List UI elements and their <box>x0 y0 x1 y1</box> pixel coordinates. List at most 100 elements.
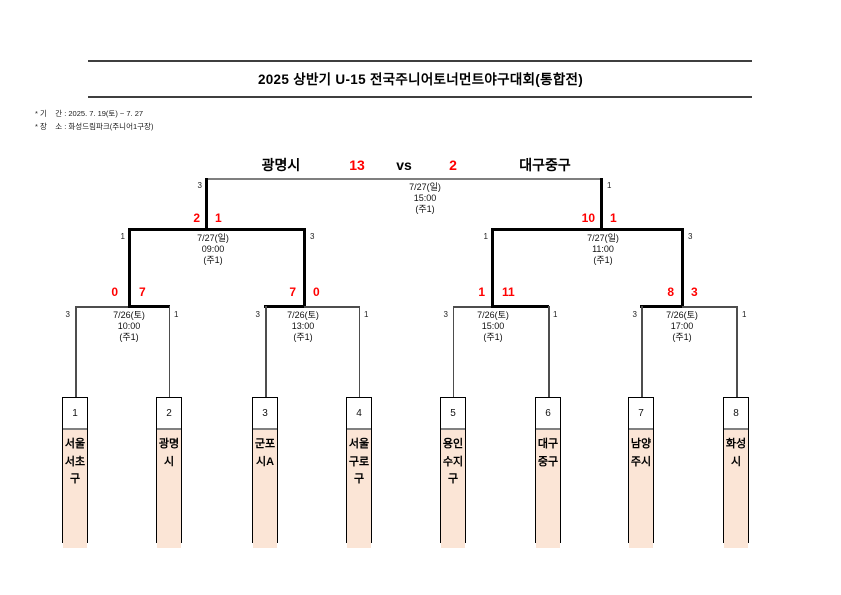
sf1-score-left: 2 <box>193 211 200 225</box>
sf2-entry-line-right <box>681 228 684 307</box>
team8-line <box>736 306 738 398</box>
team1-line <box>75 306 77 398</box>
qf4-dugout-right: 1 <box>742 310 747 319</box>
qf3-score-right: 11 <box>502 285 515 299</box>
team-box-7: 7 남양주시 <box>628 397 654 548</box>
sf1-bracket-line <box>128 228 306 231</box>
qf1-dugout-right: 1 <box>174 310 179 319</box>
sf2-entry-line-left <box>491 228 494 307</box>
qf2-dugout-right: 1 <box>364 310 369 319</box>
qf4-date: 7/26(토) <box>666 310 698 320</box>
qf3-field: (주1) <box>483 331 503 342</box>
sf2-dugout-left: 1 <box>483 232 488 241</box>
team-seed-number: 3 <box>253 398 277 430</box>
team-box-8: 8 화성시 <box>723 397 749 548</box>
final-score-left: 13 <box>349 157 365 173</box>
qf3-date: 7/26(토) <box>477 310 509 320</box>
team-name: 서울구로구 <box>347 430 371 548</box>
sf2-time: 11:00 <box>592 243 614 254</box>
team6-line <box>548 306 550 398</box>
page-title: 2025 상반기 U-15 전국주니어토너먼트야구대회(통합전) <box>257 72 584 87</box>
team-box-3: 3 군포시A <box>252 397 278 548</box>
team-seed-number: 7 <box>629 398 653 430</box>
team-box-1: 1 서울서초구 <box>62 397 88 548</box>
tournament-period: * 기 간 : 2025. 7. 19(토) ~ 7. 27 <box>35 109 144 118</box>
team-name: 대구중구 <box>536 430 560 548</box>
team-seed-number: 2 <box>157 398 181 430</box>
sf2-field: (주1) <box>593 254 613 265</box>
qf3-dugout-left: 3 <box>443 310 448 319</box>
sf1-entry-line-right <box>303 228 306 307</box>
sf1-field: (주1) <box>203 254 223 265</box>
team-box-2: 2 광명시 <box>156 397 182 548</box>
qf1-bracket-line-left <box>75 306 129 308</box>
qf1-winner-line <box>128 305 170 308</box>
team-name: 서울서초구 <box>63 430 87 548</box>
team-seed-number: 6 <box>536 398 560 430</box>
qf2-bracket-line-right <box>304 306 359 308</box>
qf4-time: 17:00 <box>670 320 694 331</box>
team5-line <box>452 306 454 398</box>
team-seed-number: 1 <box>63 398 87 430</box>
team-name: 용인수지구 <box>441 430 465 548</box>
final-winner-line-left <box>205 178 208 230</box>
header-rule-top <box>88 60 752 62</box>
qf1-date: 7/26(토) <box>113 310 145 320</box>
final-dugout-right: 1 <box>607 181 612 190</box>
qf3-score-left: 1 <box>478 285 485 299</box>
qf3-dugout-right: 1 <box>553 310 558 319</box>
qf1-score-right: 7 <box>139 285 146 299</box>
final-vs-label: vs <box>396 157 412 173</box>
team-box-5: 5 용인수지구 <box>440 397 466 548</box>
qf2-score-right: 0 <box>313 285 320 299</box>
sf1-dugout-right: 3 <box>310 232 315 241</box>
qf2-score-left: 7 <box>289 285 296 299</box>
qf1-match-info: 7/26(토) 10:00 (주1) <box>74 310 184 342</box>
sf2-score-left: 10 <box>581 211 595 225</box>
sf1-match-info: 7/27(일) 09:00 (주1) <box>158 233 268 265</box>
qf2-field: (주1) <box>293 331 313 342</box>
sf2-match-info: 7/27(일) 11:00 (주1) <box>548 233 658 265</box>
qf4-winner-line <box>640 305 683 308</box>
sf2-dugout-right: 3 <box>688 232 693 241</box>
qf3-bracket-line-left <box>453 306 493 308</box>
qf4-field: (주1) <box>672 331 692 342</box>
final-dugout-left: 3 <box>197 181 202 190</box>
team3-line <box>265 306 267 398</box>
qf4-match-info: 7/26(토) 17:00 (주1) <box>627 310 737 342</box>
team-name: 화성시 <box>724 430 748 548</box>
qf2-dugout-left: 3 <box>255 310 260 319</box>
qf4-score-right: 3 <box>691 285 698 299</box>
final-score-right: 2 <box>449 157 457 173</box>
qf4-score-left: 8 <box>667 285 674 299</box>
team-name: 군포시A <box>253 430 277 548</box>
qf1-field: (주1) <box>119 331 139 342</box>
qf4-dugout-left: 3 <box>632 310 637 319</box>
sf1-time: 09:00 <box>201 243 225 254</box>
team7-line <box>641 306 643 398</box>
final-team-right: 대구중구 <box>519 157 571 173</box>
sf2-date: 7/27(일) <box>587 233 619 243</box>
final-connector-line <box>207 178 602 180</box>
sf1-score-right: 1 <box>215 211 222 225</box>
team-box-4: 4 서울구로구 <box>346 397 372 548</box>
qf1-time: 10:00 <box>117 320 141 331</box>
team2-line <box>168 306 170 398</box>
qf2-time: 13:00 <box>291 320 315 331</box>
qf2-winner-line <box>264 305 306 308</box>
final-time: 15:00 <box>413 192 437 203</box>
team-seed-number: 5 <box>441 398 465 430</box>
qf1-score-left: 0 <box>111 285 118 299</box>
final-team-left: 광명시 <box>261 157 301 173</box>
sf2-bracket-line <box>491 228 684 231</box>
sf2-score-right: 1 <box>610 211 617 225</box>
qf3-match-info: 7/26(토) 15:00 (주1) <box>438 310 548 342</box>
sf1-date: 7/27(일) <box>197 233 229 243</box>
sf1-entry-line-left <box>128 228 131 307</box>
team4-line <box>358 306 360 398</box>
final-winner-line-right <box>600 178 603 230</box>
qf4-bracket-line-right <box>682 306 737 308</box>
team-name: 남양주시 <box>629 430 653 548</box>
qf3-winner-line <box>491 305 549 308</box>
